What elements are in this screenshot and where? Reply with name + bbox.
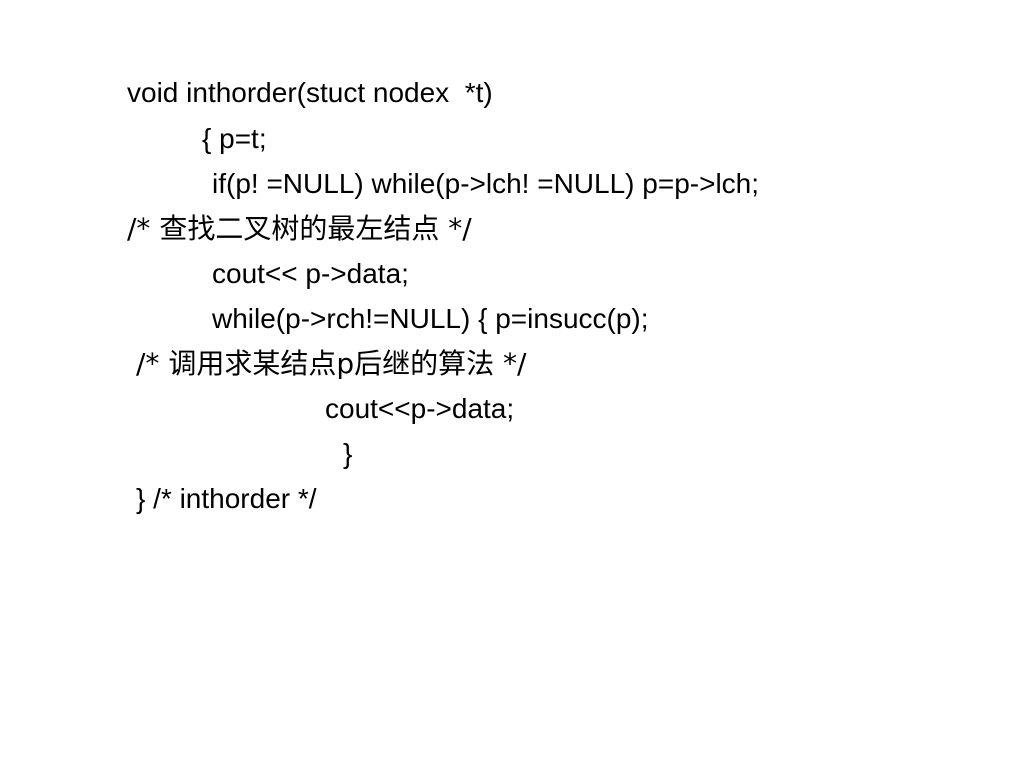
code-comment-find-leftmost: /* 查找二叉树的最左结点 */ bbox=[127, 212, 472, 245]
code-line-function-signature: void inthorder(stuct nodex *t) bbox=[127, 77, 493, 108]
code-line-cout-second: cout<<p->data; bbox=[325, 393, 515, 424]
code-line-while-rch: while(p->rch!=NULL) { p=insucc(p); bbox=[212, 303, 649, 334]
code-line-cout-first: cout<< p->data; bbox=[212, 258, 409, 289]
code-line-close-function: } /* inthorder */ bbox=[136, 483, 317, 514]
code-line-open-brace: { p=t; bbox=[202, 123, 267, 154]
code-comment-call-successor: /* 调用求某结点p后继的算法 */ bbox=[136, 347, 527, 380]
code-line-leftmost-loop: if(p! =NULL) while(p->lch! =NULL) p=p->l… bbox=[212, 168, 760, 199]
code-line-close-while-brace: } bbox=[343, 438, 353, 469]
